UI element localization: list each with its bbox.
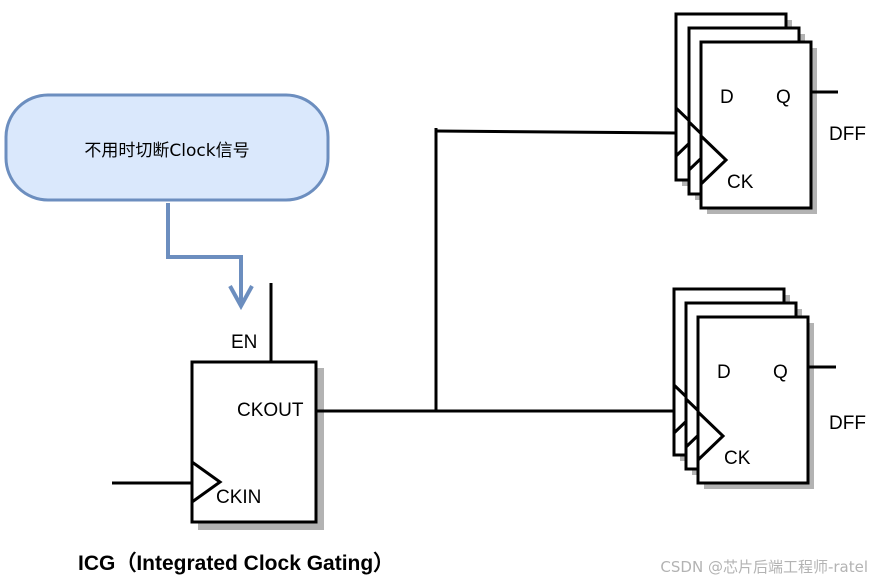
note-shape — [4, 93, 330, 202]
icg-clock-triangle — [191, 460, 223, 504]
dff-bottom-front: D Q CK — [696, 315, 814, 489]
note-bubble: 不用时切断Clock信号 — [4, 93, 330, 202]
dff-top-ck-label: CK — [727, 172, 754, 193]
dff-stack-bottom: D Q CK DFF — [672, 287, 866, 489]
enable-arrow-line — [166, 203, 243, 305]
dff-top-name: DFF — [829, 124, 866, 145]
icg-cell: EN CKOUT CKIN — [112, 283, 324, 530]
enable-arrow-head — [228, 285, 254, 311]
dff-bottom-q-label: Q — [773, 362, 788, 383]
dff-stack-top: D Q CK DFF — [674, 12, 866, 214]
ckin-label: CKIN — [216, 487, 261, 508]
watermark: CSDN @芯片后端工程师-ratel — [660, 558, 868, 576]
dff-bottom-ck-label: CK — [724, 448, 751, 469]
ckout-label: CKOUT — [237, 400, 304, 421]
dff-bottom-name: DFF — [829, 413, 866, 434]
note-text: 不用时切断Clock信号 — [84, 141, 249, 161]
icg-caption: ICG（Integrated Clock Gating） — [78, 551, 394, 575]
dff-top-front: D Q CK — [699, 40, 817, 214]
en-label: EN — [231, 332, 257, 353]
dff-bottom-d-label: D — [717, 362, 731, 383]
clock-wires — [316, 128, 678, 413]
icg-box — [190, 360, 318, 524]
dff-top-d-label: D — [720, 87, 734, 108]
dff-top-q-label: Q — [776, 87, 791, 108]
enable-arrow — [166, 203, 254, 311]
clock-branch-top — [435, 129, 678, 135]
